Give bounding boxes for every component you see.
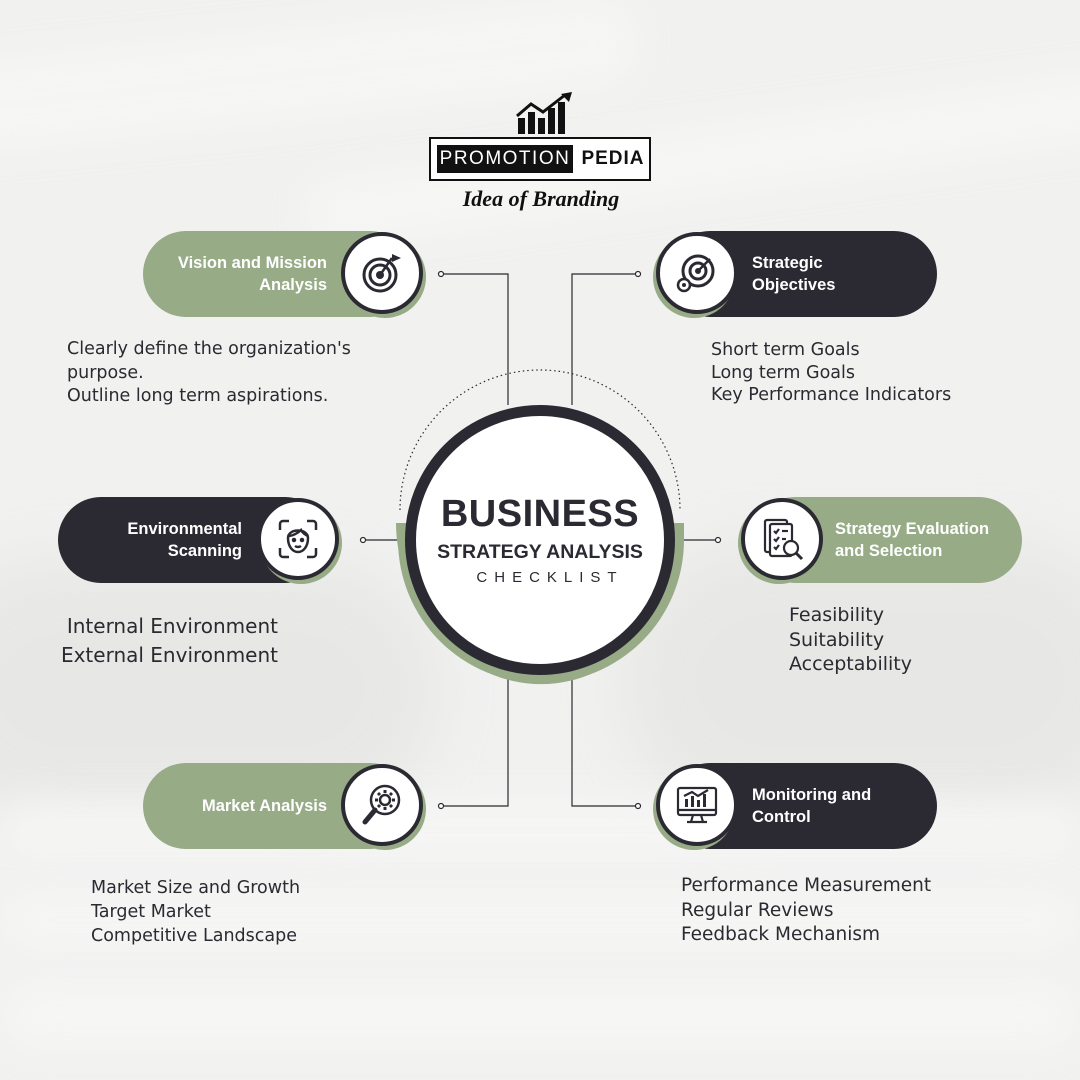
step-point: Short term Goals <box>711 340 860 360</box>
step-description: Performance Measurement Regular Reviews … <box>681 874 1001 948</box>
monitor-chart-icon <box>656 764 738 846</box>
checklist-magnifier-icon <box>741 498 823 580</box>
brand-name-light: PEDIA <box>581 148 645 169</box>
step-point: Key Performance Indicators <box>711 385 952 405</box>
step-point: Outline long term aspirations. <box>67 386 329 406</box>
step-description: Short term Goals Long term Goals Key Per… <box>711 339 1011 407</box>
growth-chart-icon <box>516 92 572 134</box>
center-caption: CHECKLIST <box>476 569 624 586</box>
step-point: Feedback Mechanism <box>681 924 881 945</box>
center-subtitle: STRATEGY ANALYSIS <box>437 541 643 563</box>
center-circle <box>405 405 675 675</box>
step-point: Suitability <box>789 628 885 651</box>
step-point: External Environment <box>60 643 278 667</box>
step-point: Internal Environment <box>66 614 278 638</box>
step-point: Competitive Landscape <box>91 926 297 946</box>
step-label: Environmental Scanning <box>127 520 242 560</box>
brand-wordmark: PROMOTION PEDIA <box>429 137 651 181</box>
target-flag-icon <box>341 232 423 314</box>
step-label: Vision and Mission Analysis <box>177 254 327 294</box>
step-description: Clearly define the organization's purpos… <box>67 338 367 409</box>
step-point: Clearly define the organization's purpos… <box>67 339 351 383</box>
step-description: Market Size and Growth Target Market Com… <box>91 876 391 948</box>
face-scan-icon <box>257 498 339 580</box>
step-point: Regular Reviews <box>681 899 834 921</box>
target-gear-icon <box>656 232 738 314</box>
brand-name-dark: PROMOTION <box>437 145 573 173</box>
brand-tagline: Idea of Branding <box>462 186 620 211</box>
step-label: Monitoring and Control <box>752 786 872 826</box>
step-point: Target Market <box>91 902 211 922</box>
step-description: Feasibility Suitability Acceptability <box>789 603 1009 677</box>
step-label: Strategic Objectives <box>752 254 836 294</box>
step-point: Market Size and Growth <box>91 878 301 898</box>
step-point: Acceptability <box>789 653 912 675</box>
step-description: Internal Environment External Environmen… <box>48 612 288 670</box>
step-point: Performance Measurement <box>681 875 932 896</box>
step-label: Market Analysis <box>201 797 327 815</box>
step-point: Feasibility <box>789 604 884 626</box>
center-title: BUSINESS <box>440 493 640 535</box>
step-point: Long term Goals <box>711 362 856 383</box>
step-label: Strategy Evaluation and Selection <box>835 520 990 560</box>
magnifier-gear-icon <box>341 764 423 846</box>
